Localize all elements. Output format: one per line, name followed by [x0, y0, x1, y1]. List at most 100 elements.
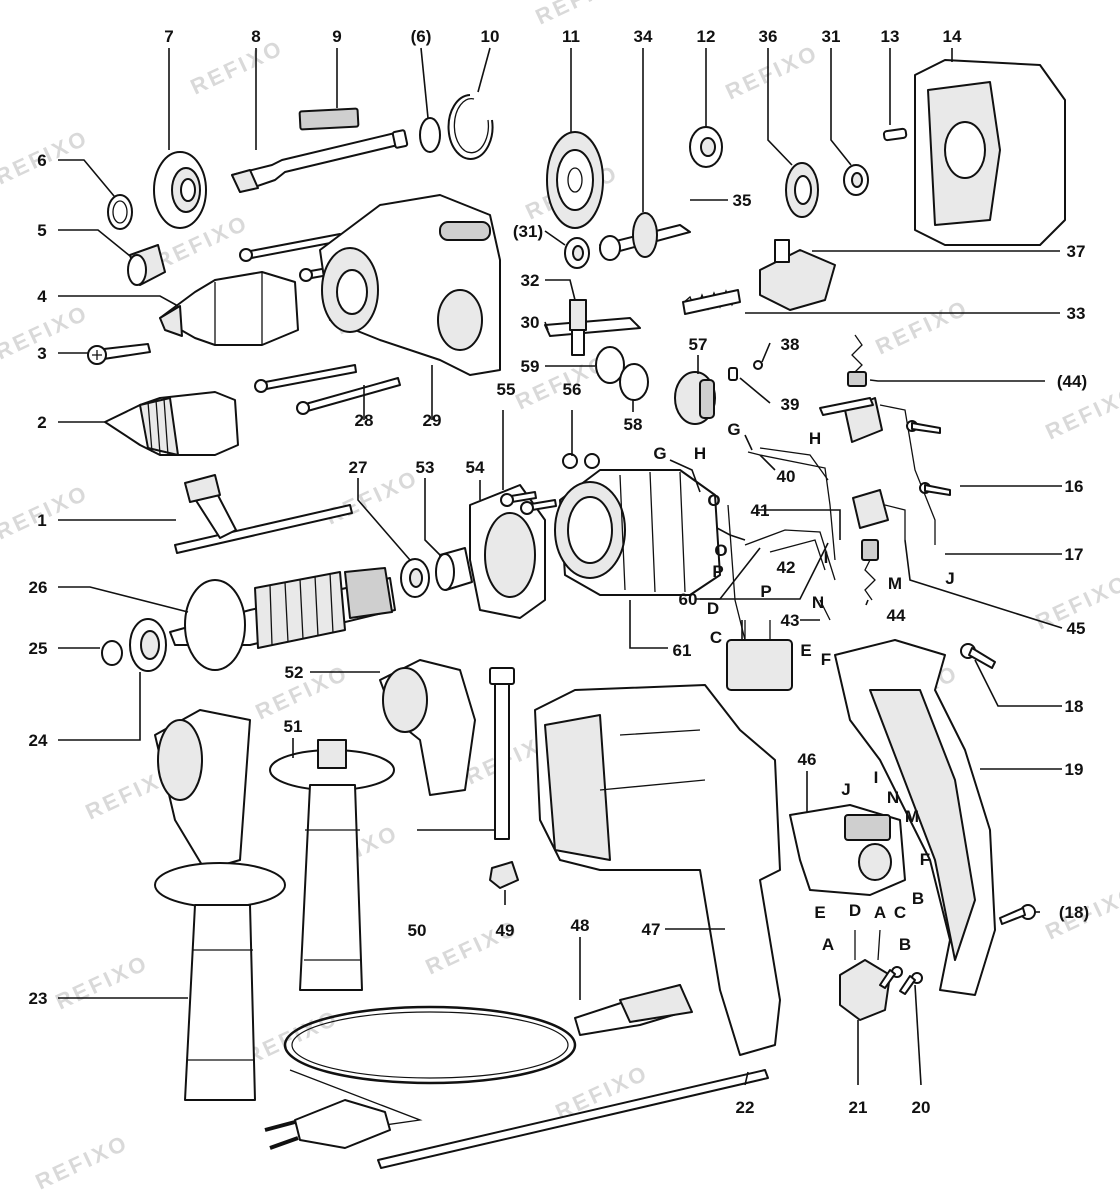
- part-key-chuck: [104, 391, 239, 456]
- part-needle-bearing: [564, 237, 590, 269]
- callout-label: 24: [29, 731, 48, 750]
- part-bearing-sleeve: [435, 547, 473, 591]
- callout-label: 21: [849, 1098, 868, 1117]
- callout-label: 3: [37, 344, 46, 363]
- callout-label: J: [841, 780, 850, 799]
- callout-label: 28: [355, 411, 374, 430]
- callout-label: 11: [562, 27, 580, 46]
- callout-label: 43: [781, 611, 800, 630]
- callout-label: (31): [513, 222, 543, 241]
- watermark: REFIXO: [872, 295, 973, 360]
- callout-label: 42: [777, 558, 796, 577]
- callout-label: 18: [1065, 697, 1084, 716]
- callout-label: 38: [781, 335, 800, 354]
- part-keyless-chuck: [159, 271, 299, 346]
- callout-label: 59: [521, 357, 540, 376]
- callout-label: 51: [284, 717, 303, 736]
- callout-label: 5: [37, 221, 46, 240]
- callout-label: (44): [1057, 372, 1087, 391]
- watermark: REFIXO: [52, 950, 153, 1015]
- callout-label: 26: [29, 578, 48, 597]
- part-shift-lever: [759, 239, 836, 311]
- callout-label: 32: [521, 271, 540, 290]
- callout-label: M: [888, 574, 902, 593]
- part-handle-cover: [834, 639, 996, 996]
- callout-label: 49: [496, 921, 515, 940]
- part-gear-large: [546, 131, 604, 229]
- part-key: [298, 107, 360, 131]
- callout-label: G: [653, 444, 666, 463]
- part-rear-housing: [914, 59, 1066, 246]
- callout-label: 58: [624, 415, 643, 434]
- part-ball-bearing-gear: [689, 126, 723, 168]
- part-cord-clamp: [839, 929, 891, 1021]
- callout-label: 1: [37, 511, 46, 530]
- callout-label: J: [945, 569, 954, 588]
- callout-label: 61: [673, 641, 692, 660]
- callout-label: B: [899, 935, 911, 954]
- part-o-ring: [595, 346, 625, 384]
- callout-label: P: [712, 562, 723, 581]
- callout-label: 27: [349, 458, 368, 477]
- callout-label: D: [707, 599, 719, 618]
- part-nut: [489, 861, 519, 889]
- callout-label: A: [822, 935, 834, 954]
- callout-label: 50: [408, 921, 427, 940]
- part-wiring: [727, 447, 836, 641]
- callout-label: C: [894, 903, 906, 922]
- part-sleeve: [101, 640, 123, 666]
- callout-label: 52: [285, 663, 304, 682]
- part-snap-ring: [619, 363, 649, 401]
- callout-label: 9: [332, 27, 341, 46]
- callout-label: 16: [1065, 477, 1084, 496]
- part-washers: [562, 453, 600, 469]
- callout-label: N: [887, 788, 899, 807]
- part-shift-fork: [544, 299, 641, 356]
- part-selector-knob: [674, 371, 716, 425]
- callout-label: 60: [679, 590, 698, 609]
- part-brush-holders: [819, 397, 936, 545]
- callout-label: 23: [29, 989, 48, 1008]
- part-field-screws: [500, 491, 557, 515]
- callout-label: G: [727, 420, 740, 439]
- part-screw: [87, 343, 151, 365]
- leader-lines: [58, 47, 1063, 1086]
- part-collar: [127, 244, 166, 286]
- callout-label: A: [874, 903, 886, 922]
- callout-label: 30: [521, 313, 540, 332]
- callout-label: 6: [37, 151, 46, 170]
- part-spring: [682, 289, 741, 315]
- callout-label: H: [809, 429, 821, 448]
- part-ball-bearing-front: [129, 618, 167, 672]
- callout-label: 12: [697, 27, 716, 46]
- callout-label: F: [821, 650, 831, 669]
- callout-label: 25: [29, 639, 48, 658]
- part-clamp-screws: [879, 966, 923, 995]
- callout-label: O: [714, 541, 727, 560]
- callout-label: 55: [497, 380, 516, 399]
- part-holder-screws: [906, 420, 951, 496]
- callout-label: 35: [733, 191, 752, 210]
- part-pin: [882, 127, 908, 142]
- callout-label: 53: [416, 458, 435, 477]
- part-bolt: [489, 667, 515, 840]
- callout-label: 47: [642, 920, 661, 939]
- part-ball: [753, 360, 763, 370]
- part-retaining-ring: [107, 194, 133, 230]
- part-detent-pin: [728, 367, 738, 381]
- callout-label: 22: [736, 1098, 755, 1117]
- part-field-stator: [554, 469, 721, 596]
- callout-label: (6): [411, 27, 432, 46]
- part-side-handle-assembly: [154, 709, 286, 1101]
- part-suppressor: [726, 620, 793, 691]
- parts: [87, 59, 1066, 1169]
- part-side-handle: [269, 739, 395, 991]
- part-power-cord: [264, 984, 693, 1150]
- callout-label: H: [694, 444, 706, 463]
- callout-label: 19: [1065, 760, 1084, 779]
- callout-label: 54: [466, 458, 485, 477]
- callout-label: 20: [912, 1098, 931, 1117]
- callout-label: 34: [634, 27, 653, 46]
- callout-label: 13: [881, 27, 900, 46]
